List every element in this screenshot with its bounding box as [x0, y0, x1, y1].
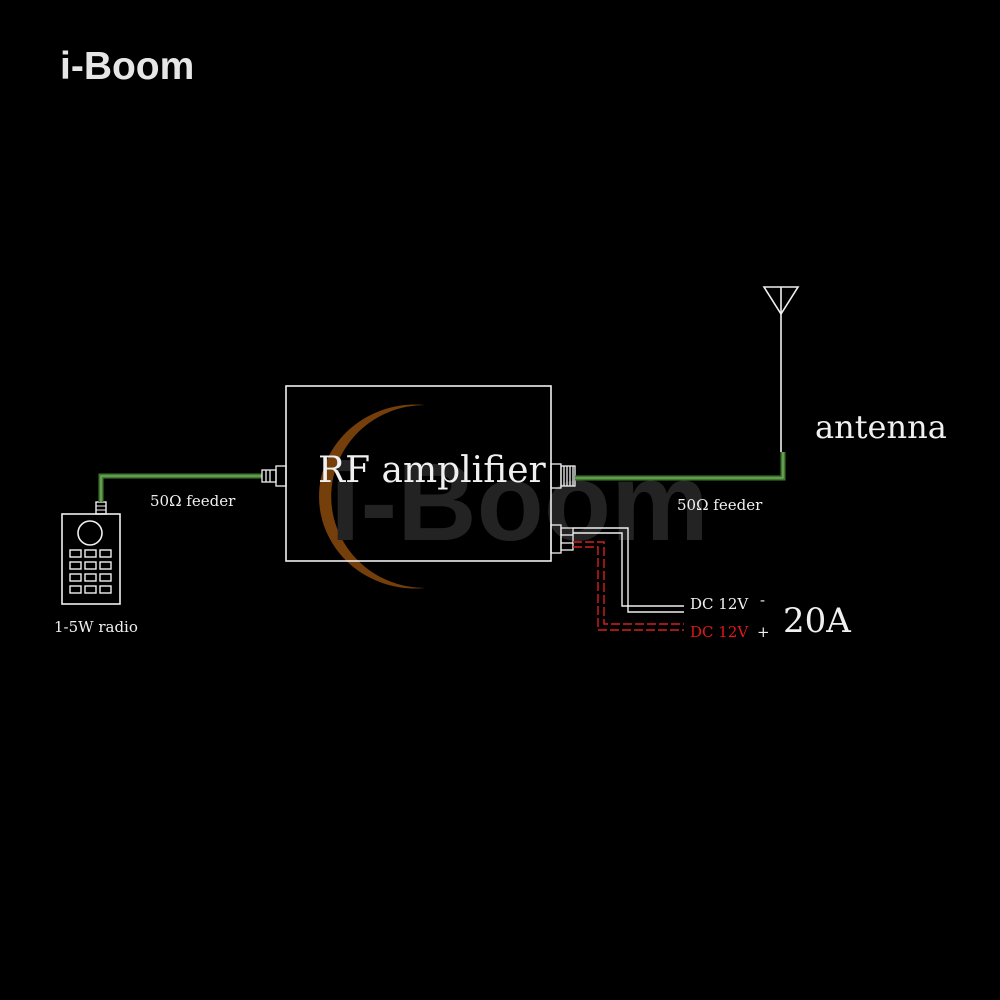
radio-body	[61, 513, 121, 605]
radio-device	[61, 501, 121, 605]
brand-logo: i-Boom	[58, 30, 194, 98]
watermark-text: i-Boom	[330, 441, 709, 564]
watermark: i-Boom	[319, 404, 709, 589]
radio-antenna-connector	[95, 501, 107, 515]
radio-keypad	[69, 549, 112, 594]
dc-negative-sign: -	[760, 591, 765, 609]
output-feeder-cable	[575, 452, 786, 481]
radio-speaker	[77, 520, 103, 546]
dc-positive-sign: +	[757, 623, 770, 641]
antenna-symbol	[762, 286, 800, 452]
amplifier-power-connector	[550, 524, 574, 554]
amplifier-input-connector	[261, 465, 287, 487]
output-feeder-label: 50Ω feeder	[677, 496, 763, 514]
positive-power-wire	[573, 541, 684, 631]
logo-text: i-Boom	[60, 45, 194, 88]
radio-label: 1-5W radio	[54, 618, 138, 636]
dc-positive-label: DC 12V	[690, 623, 749, 641]
negative-power-wire	[573, 527, 684, 613]
current-rating-label: 20A	[783, 601, 851, 641]
input-feeder-label: 50Ω feeder	[150, 492, 236, 510]
antenna-label: antenna	[815, 408, 947, 446]
rf-amplifier-label: RF amplifier	[318, 450, 547, 491]
dc-negative-label: DC 12V	[690, 595, 749, 613]
input-feeder-cable	[98, 473, 262, 502]
